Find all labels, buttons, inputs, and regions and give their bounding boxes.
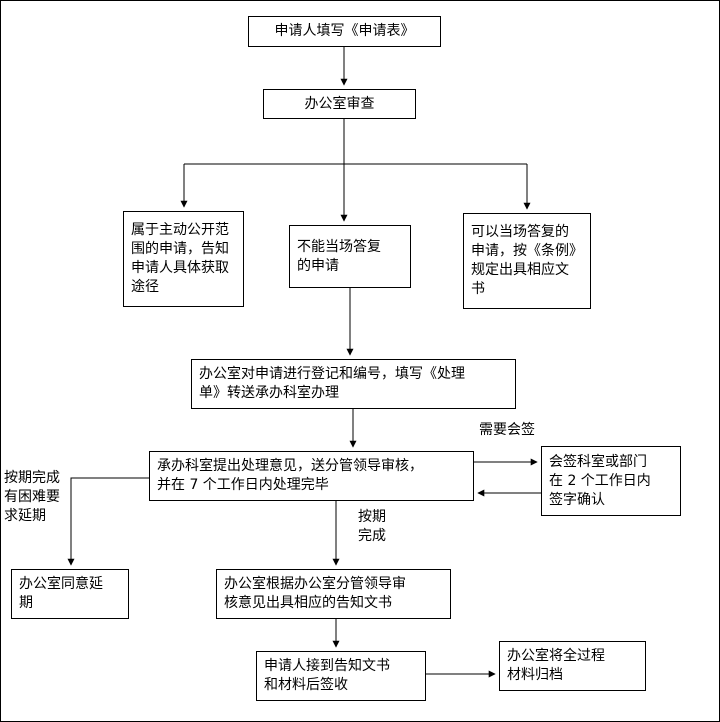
node-countersign-dept: 会签科室或部门 在 2 个工作日内 签字确认 <box>541 446 681 516</box>
label-extension-request: 按期完成 有困难要 求延期 <box>4 470 60 524</box>
node-issue-notify-document: 办公室根据办公室分管领导审 核意见出具相应的告知文书 <box>216 569 451 619</box>
node-cannot-answer-onsite: 不能当场答复 的申请 <box>289 225 411 288</box>
node-proactive-disclosure: 属于主动公开范 围的申请，告知 申请人具体获取 途径 <box>123 211 244 307</box>
label-on-schedule: 按期 完成 <box>358 509 386 544</box>
node-office-review: 办公室审查 <box>263 89 416 119</box>
node-register-and-number: 办公室对申请进行登记和编号，填写《处理 单》转送承办科室办理 <box>191 359 516 409</box>
node-office-approve-extension: 办公室同意延 期 <box>11 569 129 619</box>
label-need-countersign: 需要会签 <box>479 422 535 438</box>
node-handling-opinion: 承办科室提出处理意见，送分管领导审核， 并在 7 个工作日内处理完毕 <box>149 451 474 501</box>
node-archive-materials: 办公室将全过程 材料归档 <box>499 641 646 691</box>
node-can-answer-onsite: 可以当场答复的 申请，按《条例》 规定出具相应文 书 <box>463 213 591 309</box>
node-applicant-fill-form: 申请人填写《申请表》 <box>248 16 441 47</box>
node-applicant-sign-receive: 申请人接到告知文书 和材料后签收 <box>256 651 426 701</box>
